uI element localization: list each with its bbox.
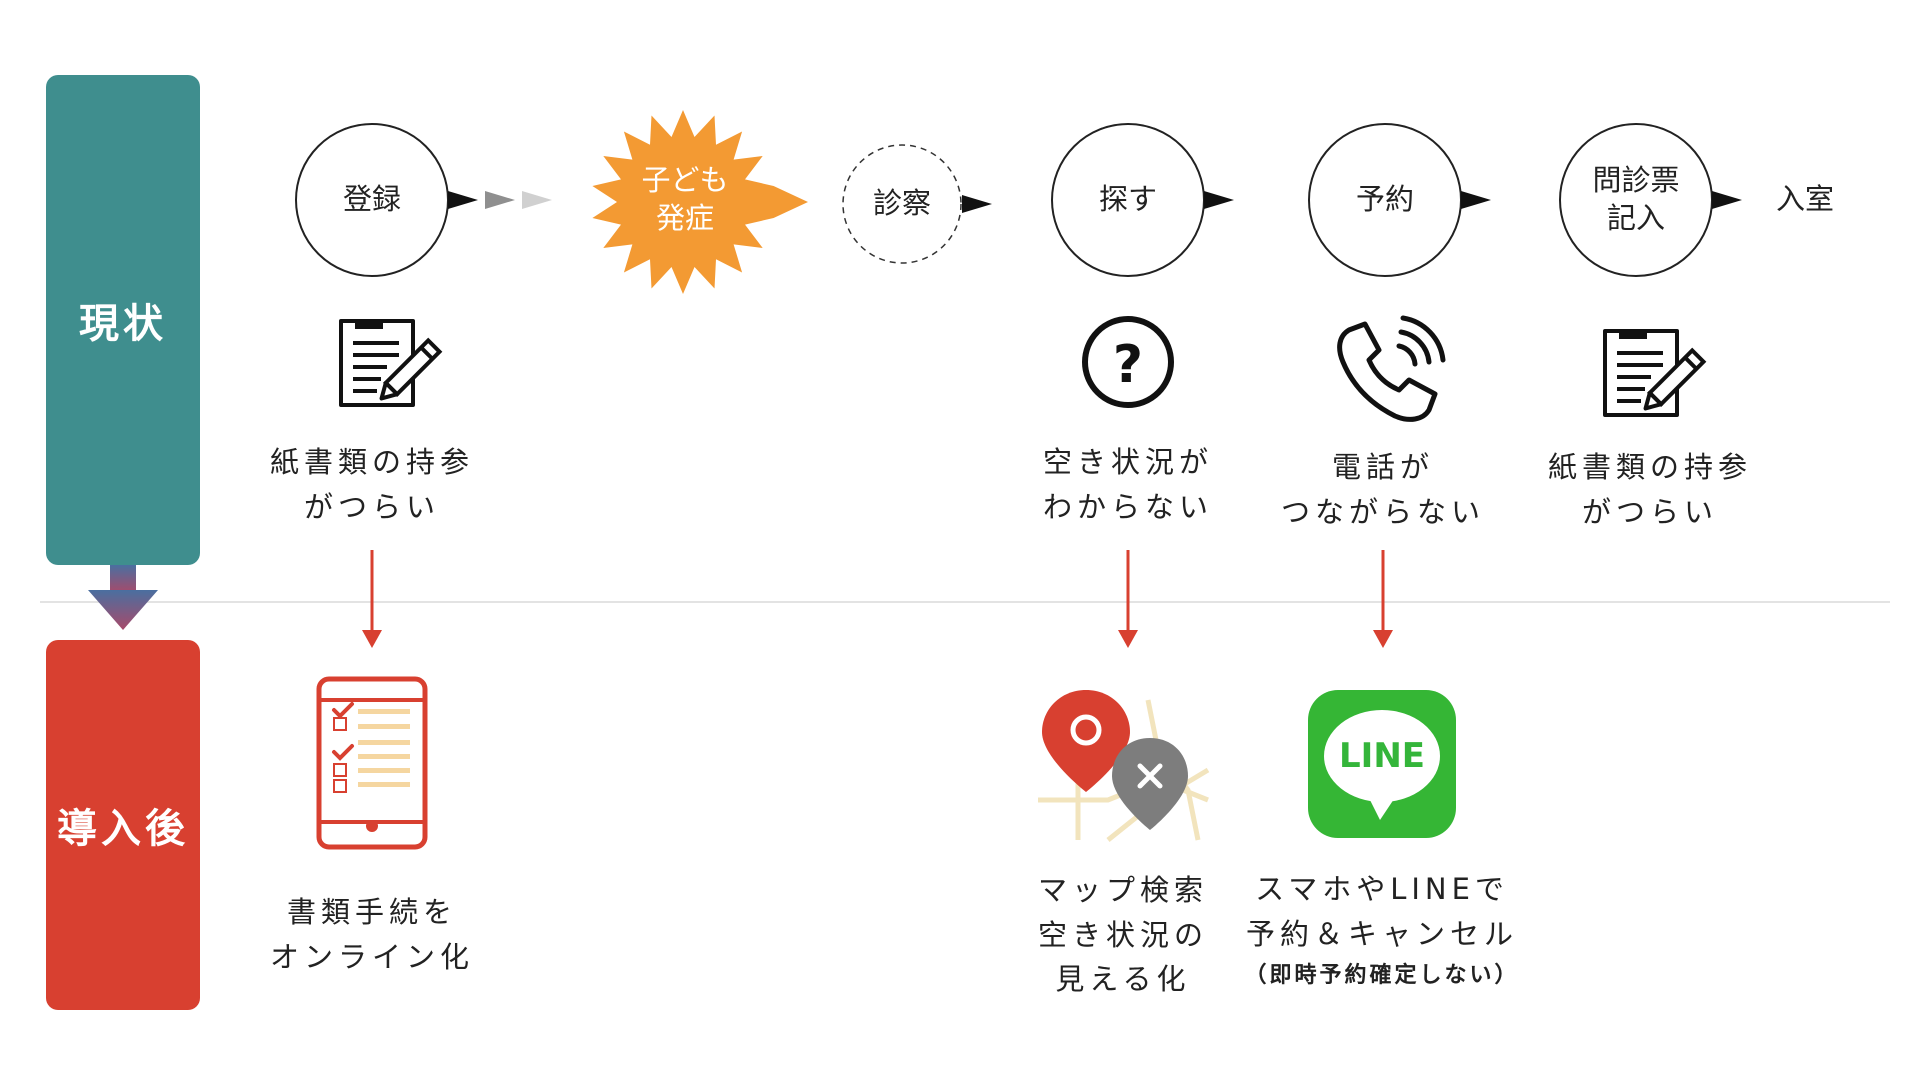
line-app-wordmark: LINE xyxy=(1339,735,1425,776)
step-label-exam: 診察 xyxy=(872,186,931,221)
problem-text-registration: 紙書類の持参 がつらい xyxy=(269,445,474,524)
solution-text-registration: 書類手続を オンライン化 xyxy=(269,895,474,974)
phone-ringing-icon xyxy=(1337,315,1446,422)
step-label-search: 探す xyxy=(1098,182,1157,217)
svg-text:?: ? xyxy=(1113,335,1143,395)
solution-text-search: マップ検索 空き状況の 見える化 xyxy=(1037,872,1208,997)
after-introduction-label: 導入後 xyxy=(57,806,189,852)
flow-arrows xyxy=(448,191,1742,213)
transition-arrow xyxy=(88,565,158,630)
solution-text-reserve: スマホやLINEで 予約＆キャンセル xyxy=(1245,872,1518,951)
current-state-label: 現状 xyxy=(79,301,167,347)
step-label-questionnaire: 問診票 記入 xyxy=(1592,163,1680,235)
map-pins-icon xyxy=(1038,690,1210,842)
step-label-reserve: 予約 xyxy=(1355,182,1414,217)
document-pencil-icon xyxy=(339,319,443,407)
problem-text-reserve: 電話が つながらない xyxy=(1280,450,1485,529)
current-state-panel: 現状 xyxy=(46,75,200,565)
line-app-icon xyxy=(1308,690,1456,838)
step-label-entry: 入室 xyxy=(1775,182,1834,217)
solution-note-reserve: （即時予約確定しない） xyxy=(1244,962,1520,988)
after-introduction-panel: 導入後 xyxy=(46,640,200,1010)
problem-text-search: 空き状況が わからない xyxy=(1042,445,1213,524)
step-circle-exam xyxy=(842,144,962,264)
document-pencil-icon xyxy=(1603,329,1707,417)
step-label-onset: 子ども 発症 xyxy=(641,163,729,235)
tablet-checklist-icon xyxy=(316,676,428,850)
problem-text-questionnaire: 紙書類の持参 がつらい xyxy=(1547,450,1752,529)
onset-burst xyxy=(592,110,808,294)
step-label-register: 登録 xyxy=(342,182,401,217)
improvement-arrows xyxy=(362,550,1393,648)
question-circle-icon: ? xyxy=(1082,316,1174,408)
